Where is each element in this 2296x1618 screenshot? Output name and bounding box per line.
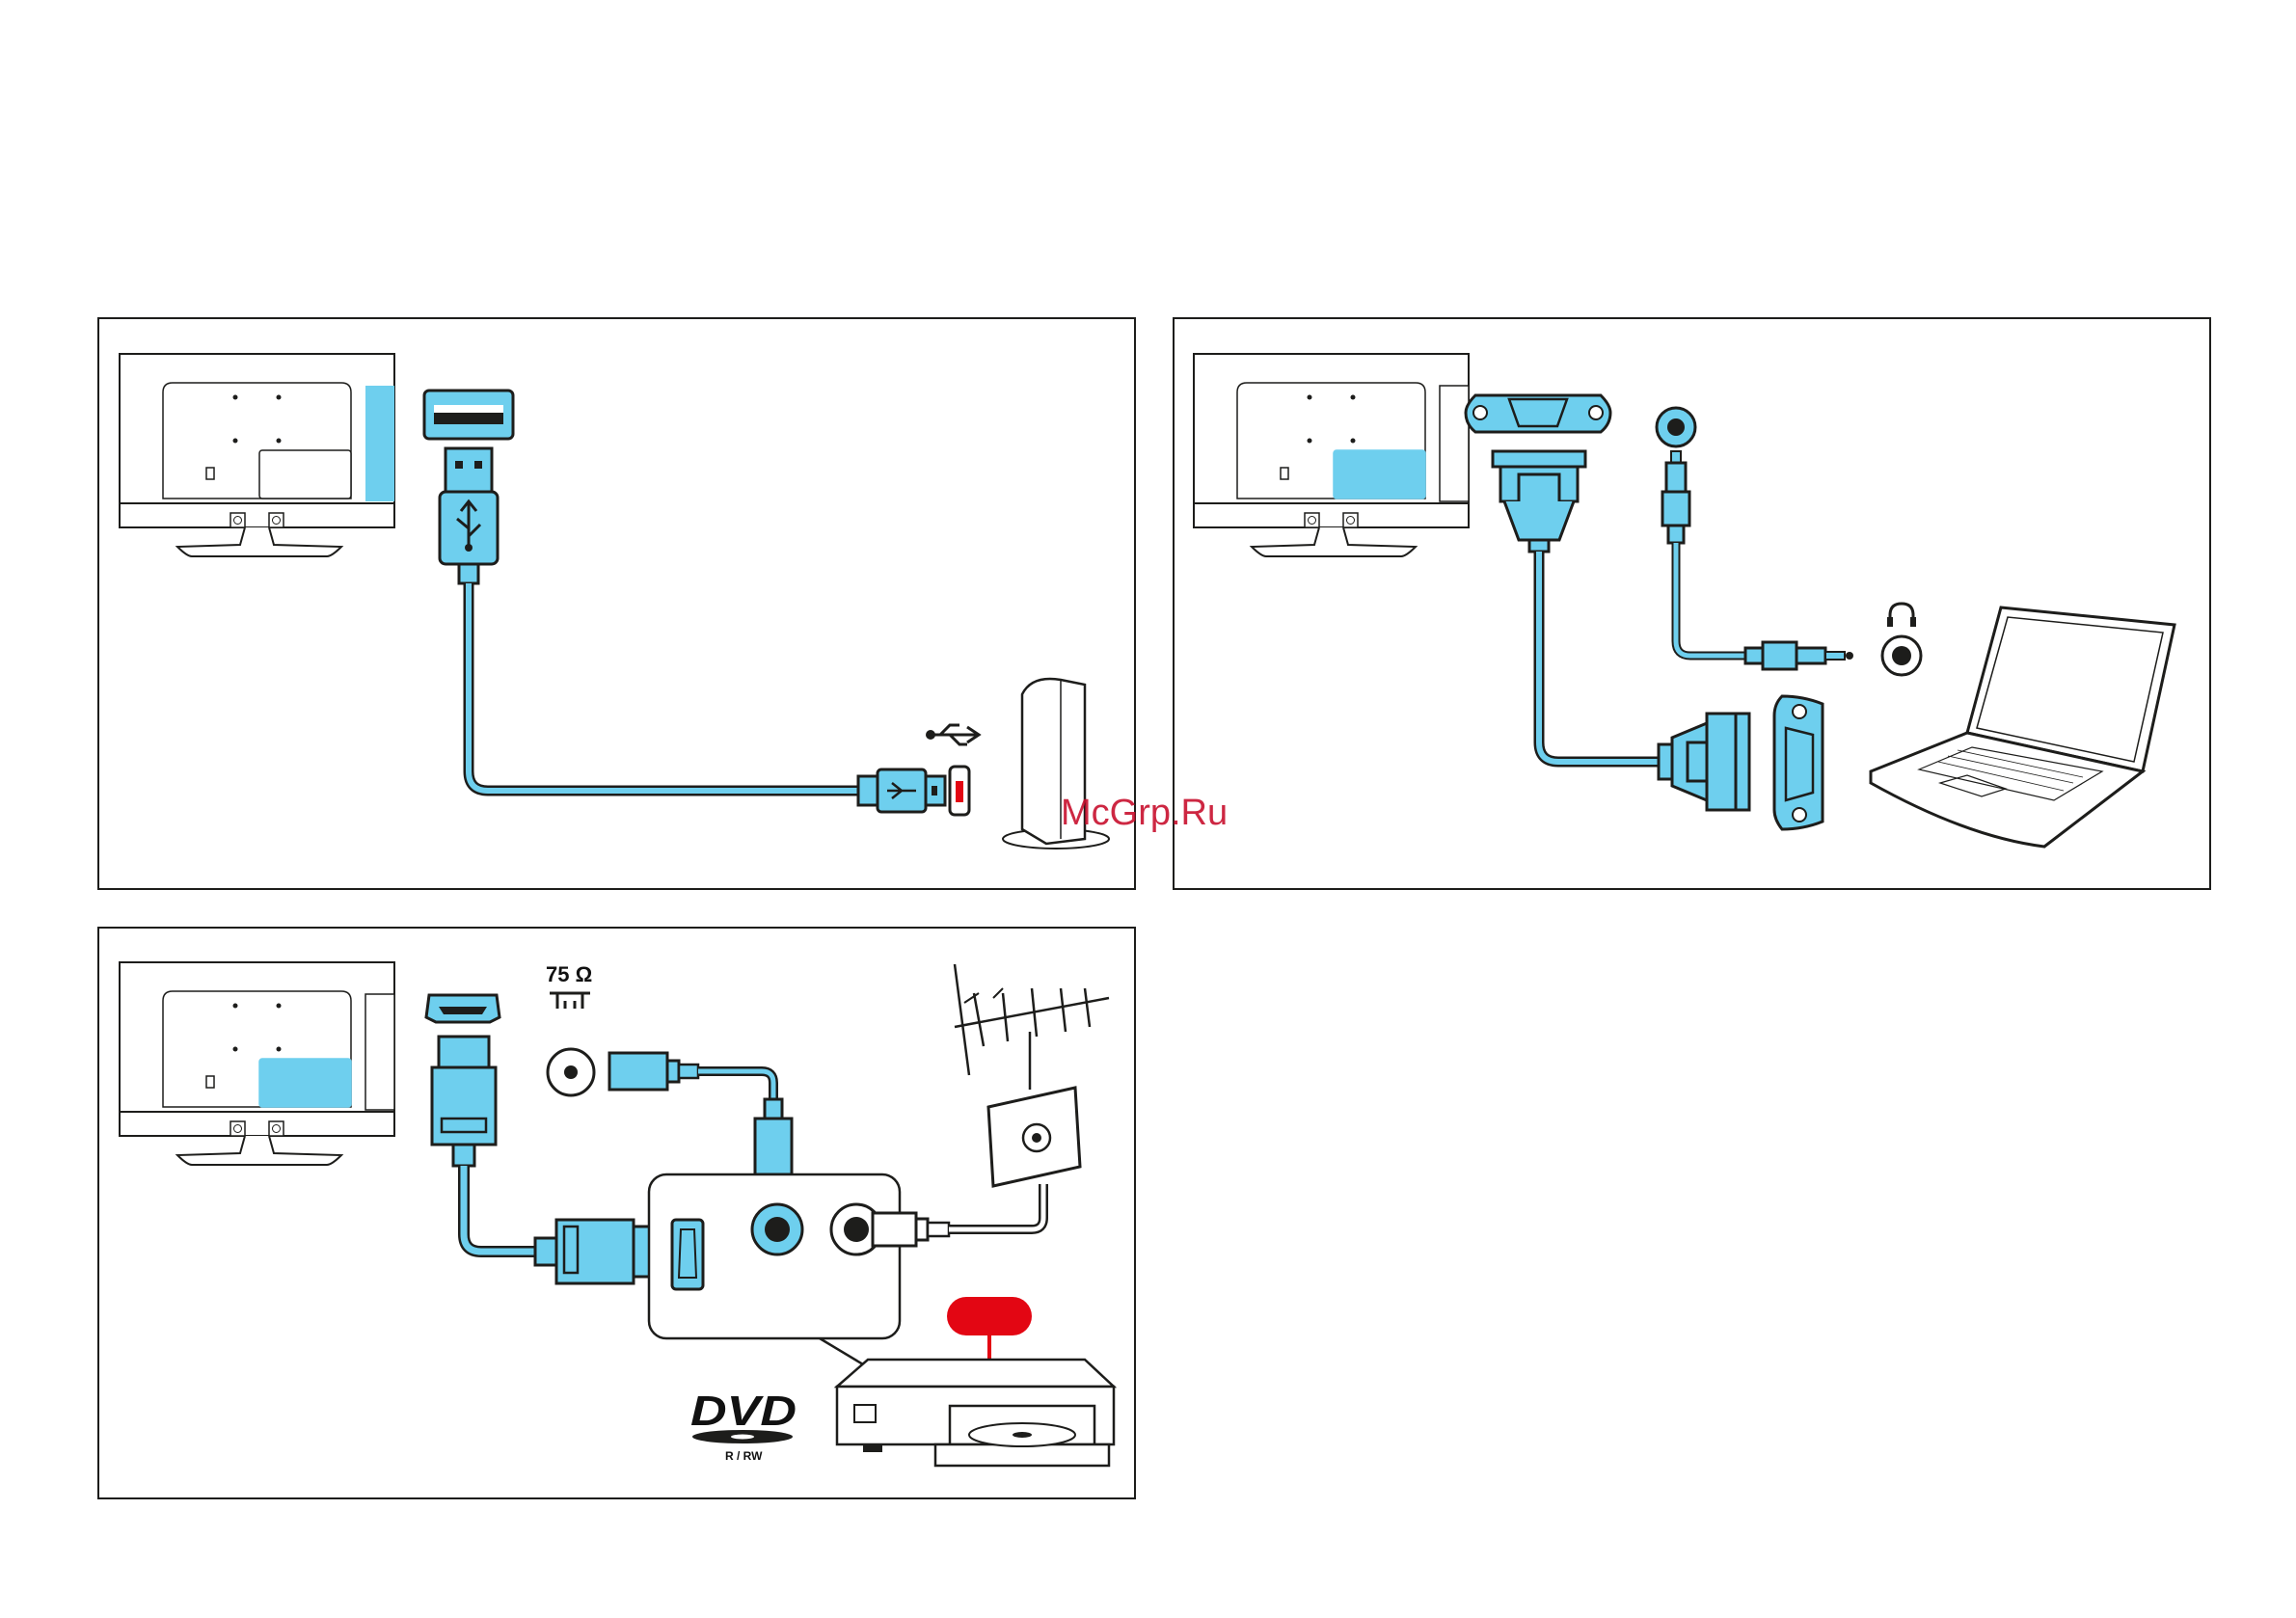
- monitor-rear-usb: [120, 354, 394, 556]
- dvd-back-panel: [649, 1174, 900, 1367]
- usb-plug-micro: [858, 769, 945, 812]
- monitor-rear-vga: [1194, 354, 1469, 556]
- monitor-rear-hdmi: [120, 962, 394, 1165]
- hdmi-port: [426, 995, 500, 1022]
- usb-port: [424, 391, 513, 439]
- antenna-socket-monitor: [548, 1049, 594, 1095]
- vga-port-laptop: [1774, 696, 1823, 829]
- usb-plug-a: [440, 448, 498, 583]
- panel-vga: [1174, 318, 2210, 889]
- watermark: McGrp.Ru: [1061, 793, 1228, 833]
- panel-usb: [98, 318, 1135, 889]
- svg-text:R / RW: R / RW: [725, 1449, 763, 1463]
- impedance-label: 75 Ω: [546, 962, 592, 986]
- usb-socket: [950, 767, 969, 815]
- panel-hdmi: 75 Ω: [98, 928, 1135, 1498]
- vga-port: [1466, 395, 1610, 432]
- svg-text:DVD: DVD: [690, 1388, 797, 1435]
